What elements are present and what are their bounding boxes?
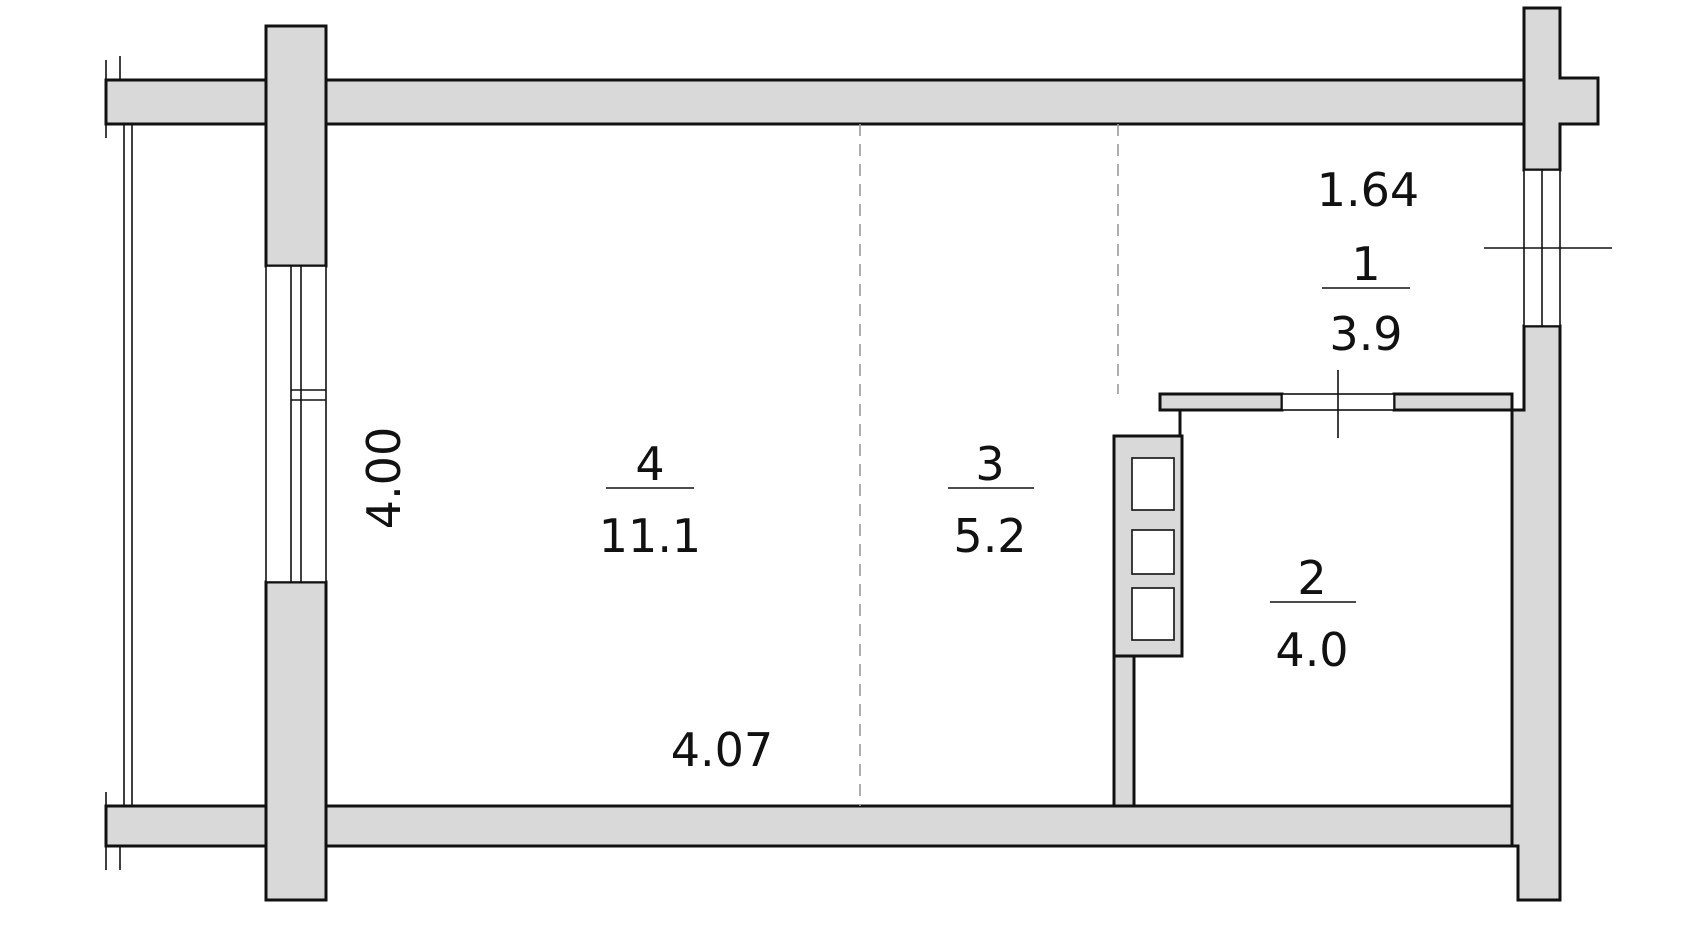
wall-right-upper bbox=[1522, 6, 1600, 172]
wall-left-upper bbox=[264, 24, 328, 268]
room-number: 3 bbox=[975, 437, 1004, 491]
room-number: 1 bbox=[1351, 237, 1380, 291]
walls bbox=[104, 6, 1600, 902]
wall-left-lower bbox=[264, 580, 328, 902]
room-number: 2 bbox=[1297, 551, 1326, 605]
room-label-4: 4 11.1 bbox=[599, 437, 701, 563]
dimension-left: 4.00 bbox=[357, 427, 411, 529]
window-right bbox=[1484, 169, 1612, 327]
wall-right-lower bbox=[1510, 324, 1562, 902]
room-label-1: 1 3.9 bbox=[1322, 237, 1410, 361]
wall-top bbox=[104, 78, 1528, 126]
room-area: 5.2 bbox=[953, 509, 1026, 563]
room-label-2: 2 4.0 bbox=[1270, 551, 1356, 677]
window-left bbox=[265, 265, 327, 583]
room-label-3: 3 5.2 bbox=[948, 437, 1034, 563]
shaft-2 bbox=[1131, 529, 1175, 575]
dimension-top-right: 1.64 bbox=[1317, 163, 1419, 217]
room-area: 4.0 bbox=[1275, 623, 1348, 677]
shaft-3 bbox=[1131, 587, 1175, 641]
room-area: 11.1 bbox=[599, 509, 701, 563]
shaft-1 bbox=[1131, 457, 1175, 511]
room-area: 3.9 bbox=[1329, 307, 1402, 361]
balcony-rail bbox=[105, 56, 133, 870]
dimension-bottom: 4.07 bbox=[671, 723, 773, 777]
bathroom-partition bbox=[1112, 370, 1514, 808]
room-number: 4 bbox=[635, 437, 664, 491]
